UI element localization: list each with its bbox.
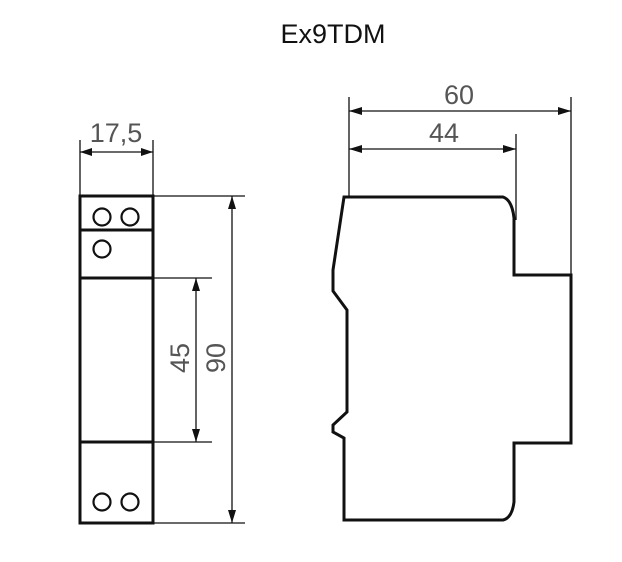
- total-height-arrowhead-top: [228, 196, 236, 209]
- front-body-outline: [78, 194, 155, 525]
- depth-arrowhead-right: [558, 107, 571, 115]
- bottom-terminal-hole-left: [92, 492, 112, 512]
- bottom-terminal-hole-right: [120, 492, 140, 512]
- middle-height-label: 45: [165, 343, 195, 373]
- inner-depth-arrowhead-left: [349, 145, 362, 153]
- middle-height-dimension: 45: [153, 277, 212, 443]
- width-arrowhead-right: [141, 148, 153, 156]
- total-height-arrowhead-bottom: [228, 510, 236, 523]
- side-view: [331, 195, 573, 522]
- middle-height-arrowhead-top: [192, 278, 200, 291]
- total-height-dimension: 90: [153, 195, 245, 524]
- total-height-label: 90: [201, 343, 231, 373]
- width-arrowhead-left: [80, 148, 92, 156]
- front-width-dimension: 17,5: [79, 118, 154, 196]
- inner-depth-arrowhead-right: [503, 145, 516, 153]
- top-terminal-hole-right: [120, 207, 140, 227]
- depth-arrowhead-left: [349, 107, 362, 115]
- side-inner-depth-dimension: 44: [349, 118, 517, 220]
- front-view: [78, 194, 155, 525]
- top-auxiliary-hole: [92, 239, 112, 259]
- side-depth-dimension: 60: [348, 80, 572, 275]
- diagram-title: Ex9TDM: [280, 19, 385, 49]
- top-terminal-hole-left: [92, 207, 112, 227]
- side-depth-label: 60: [444, 80, 474, 110]
- side-inner-depth-label: 44: [429, 118, 459, 148]
- side-profile-outline: [331, 195, 573, 522]
- middle-height-arrowhead-bottom: [192, 429, 200, 442]
- front-width-label: 17,5: [90, 118, 143, 148]
